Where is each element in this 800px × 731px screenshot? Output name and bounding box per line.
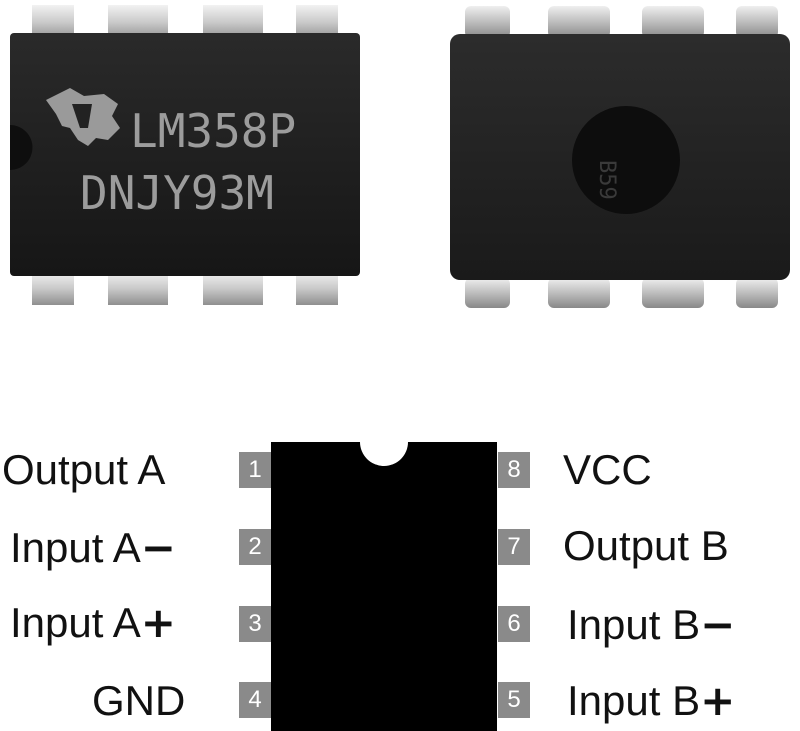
chip-front-marking-line2: DNJY93M — [80, 166, 274, 220]
pin-label-4-text: GND — [92, 677, 186, 724]
ic-body — [271, 442, 497, 731]
chip-front-body — [10, 33, 360, 276]
chip-front-bottom-pins — [32, 272, 338, 305]
ti-logo — [46, 88, 120, 146]
ic-notch — [360, 418, 408, 466]
pin-label-5-text: Input B — [567, 677, 701, 724]
pin-label-2: Input A− — [10, 523, 176, 573]
pin-label-1: Output A — [2, 445, 165, 495]
pin-label-3: Input A+ — [10, 598, 176, 648]
chip-back-top-pins — [465, 6, 778, 38]
pin-number-5: 5 — [498, 682, 530, 718]
pin-label-6-sign: − — [700, 600, 736, 649]
chip-front-notch — [10, 125, 33, 170]
pin-number-3: 3 — [239, 606, 271, 642]
pin-number-6: 6 — [498, 606, 530, 642]
pin-label-5-sign: + — [700, 676, 736, 725]
chip-back-bottom-pins — [465, 278, 778, 308]
pin-label-8-text: VCC — [563, 446, 652, 493]
pin-label-7-text: Output B — [563, 522, 729, 569]
pin-label-2-sign: − — [140, 523, 176, 572]
pin-label-6: Input B− — [567, 600, 735, 650]
pin-label-8: VCC — [563, 445, 652, 495]
pin-number-1: 1 — [239, 452, 271, 488]
pin-label-2-text: Input A — [10, 524, 141, 571]
pin-number-4: 4 — [239, 682, 271, 718]
chip-front-marking-line1: LM358P — [130, 104, 296, 158]
chip-back-photo: B59 — [450, 6, 790, 308]
pin-label-3-sign: + — [140, 598, 176, 647]
chip-back-ejector-mark — [572, 106, 680, 214]
pin-number-8: 8 — [498, 452, 530, 488]
pin-number-2: 2 — [239, 529, 271, 565]
chip-front-photo: LM358P DNJY93M — [10, 5, 360, 305]
pin-number-7: 7 — [498, 529, 530, 565]
pin-label-7: Output B — [563, 521, 729, 571]
pin-label-6-text: Input B — [567, 601, 701, 648]
pin-label-5: Input B+ — [567, 676, 735, 726]
pin-label-3-text: Input A — [10, 599, 141, 646]
chip-back-mark: B59 — [594, 160, 619, 200]
pin-label-4: GND — [92, 676, 185, 726]
pin-label-1-text: Output A — [2, 446, 166, 493]
